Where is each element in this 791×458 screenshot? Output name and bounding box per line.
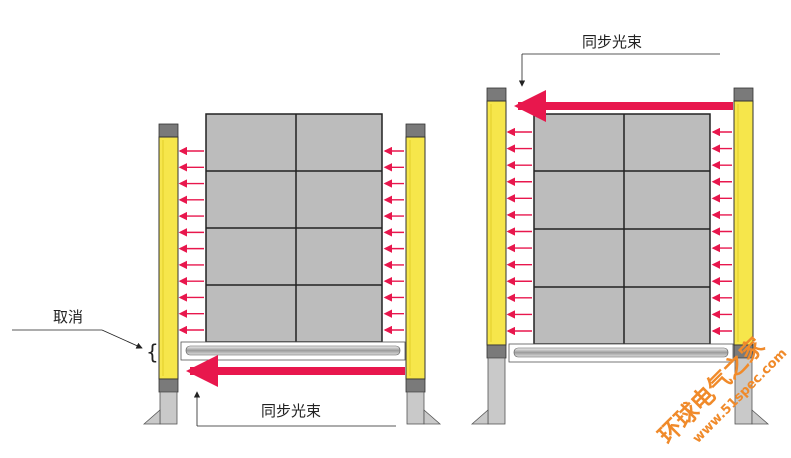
right-pallet-boxes [533,113,711,345]
left-receiver-column [405,123,442,425]
right-scene: 同步光束 [470,33,770,425]
left-scene: 取消 { 同步光束 [12,113,442,427]
left-cancel-brace: { [146,340,159,364]
right-emitter-column [470,87,507,425]
left-roller-conveyor [180,341,406,361]
right-receiver-column [733,87,770,425]
left-sync-label: 同步光束 [261,402,321,420]
right-roller-conveyor [508,343,734,363]
left-pallet-boxes [205,113,383,343]
left-cancel-pointer [101,329,143,349]
right-sync-label: 同步光束 [582,33,642,51]
left-beams-receiver [383,146,404,335]
left-beams-emitter [178,146,204,335]
left-emitter-column [142,123,179,425]
right-beams-emitter [506,127,532,336]
right-beams-receiver [711,127,732,336]
left-cancel-label: 取消 [53,308,83,326]
